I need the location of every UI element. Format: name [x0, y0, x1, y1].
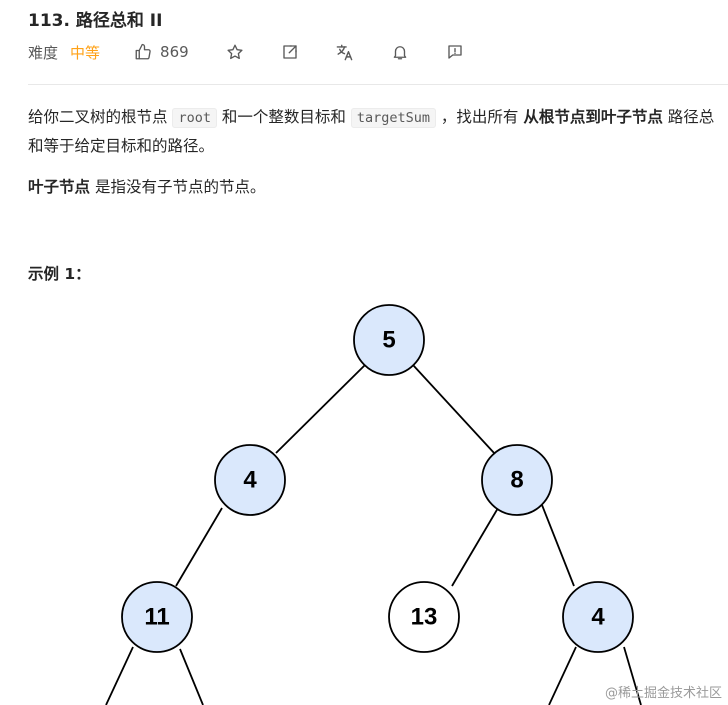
like-count: 869 [160, 43, 189, 61]
translate-icon [336, 44, 353, 60]
problem-title: 113. 路径总和 II [28, 11, 163, 31]
share-button[interactable] [280, 42, 300, 62]
description-paragraph-2: 叶子节点 是指没有子节点的节点。 [28, 173, 718, 201]
code-root: root [172, 108, 217, 128]
tree-node-label: 4 [591, 603, 605, 630]
watermark: @稀土掘金技术社区 [604, 686, 722, 701]
tree-edge [275, 364, 366, 454]
like-button[interactable]: 869 [134, 43, 189, 61]
tree-node-label: 13 [411, 603, 438, 630]
feedback-button[interactable] [445, 42, 465, 62]
star-icon [227, 44, 243, 60]
difficulty-label: 难度 [28, 43, 59, 62]
bell-icon [393, 46, 406, 60]
tree-edge [548, 646, 577, 705]
thumbs-up-icon [135, 43, 151, 60]
tree-edges [105, 364, 642, 705]
tree-edge [541, 504, 575, 587]
tree-edge [175, 507, 223, 587]
tree-node: 4 [214, 444, 286, 516]
desc-bold-text: 叶子节点 [28, 178, 91, 196]
tree-edge [179, 648, 204, 705]
tree-edge [412, 364, 496, 455]
problem-meta-bar: 难度 中等 869 [28, 40, 465, 64]
tree-node: 13 [388, 581, 460, 653]
desc-text: 给你二叉树的根节点 [28, 108, 173, 126]
favorite-button[interactable] [225, 42, 245, 62]
share-icon [282, 45, 297, 59]
desc-text: ，找出所有 [435, 108, 524, 126]
subscribe-button[interactable] [390, 42, 410, 62]
desc-text: 是指没有子节点的节点。 [90, 178, 266, 196]
description-paragraph-1: 给你二叉树的根节点 root 和一个整数目标和 targetSum ，找出所有 … [28, 103, 718, 160]
tree-edge [451, 507, 499, 587]
translate-button[interactable] [335, 42, 355, 62]
difficulty-badge: 中等 [70, 43, 101, 62]
header-divider [28, 84, 728, 85]
desc-text: 和一个整数目标和 [216, 108, 351, 126]
tree-node-label: 5 [382, 326, 395, 353]
tree-node-label: 4 [243, 466, 257, 493]
desc-bold-text: 从根节点到叶子节点 [523, 108, 663, 126]
desc-text: 路径总和等于给定目标和的路径。 [28, 108, 715, 155]
tree-edge [623, 646, 642, 705]
code-target-sum: targetSum [350, 108, 436, 128]
feedback-icon [447, 45, 462, 59]
tree-node: 5 [353, 304, 425, 376]
tree-node: 11 [121, 581, 193, 653]
tree-node: 8 [481, 444, 553, 516]
tree-edge [105, 646, 134, 705]
tree-node-label: 11 [144, 603, 169, 630]
example-title: 示例 1： [28, 265, 91, 283]
tree-node: 4 [562, 581, 634, 653]
tree-node-label: 8 [510, 466, 523, 493]
